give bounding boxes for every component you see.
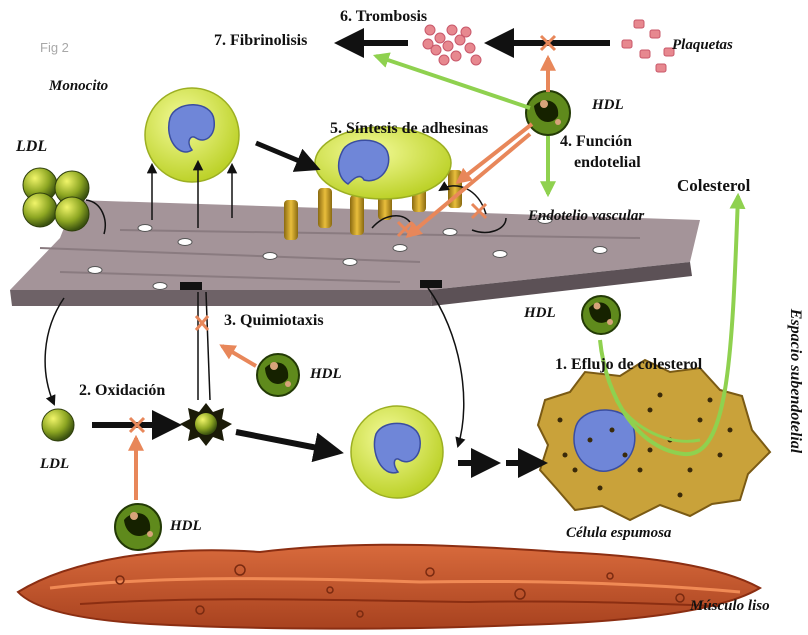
plaquetas-label: Plaquetas [672,37,733,54]
foam-cell [538,360,770,520]
colesterol-label: Colesterol [677,176,750,196]
ldl-bottom-label: LDL [40,456,69,473]
platelet-cluster [423,25,481,65]
hdl-top-label: HDL [592,97,624,114]
hdl-mid-label: HDL [310,366,342,383]
oxidized-ldl [180,403,232,446]
step-1-label: 1. Eflujo de colesterol [555,356,702,374]
step-7-label: 7. Fibrinolisis [214,32,307,50]
step-3-label: 3. Quimiotaxis [224,312,324,330]
ldl-cluster [23,168,89,231]
monocyte-top [145,88,239,182]
ldl-particle [42,409,74,441]
step-4-label-cont: endotelial [574,154,641,172]
endotelio-label: Endotelio vascular [528,208,644,225]
hdl-right-label: HDL [524,305,556,322]
hdl-bottom-label: HDL [170,518,202,535]
step-2-label: 2. Oxidación [79,382,165,400]
monocito-label: Monocito [49,78,108,95]
step-6-label: 6. Trombosis [340,8,427,26]
step-5-label: 5. Síntesis de adhesinas [330,120,488,138]
espacio-subendotelial-label: Espacio subendotelial [786,281,804,481]
smooth-muscle-layer [18,545,760,629]
musculo-liso-label: Músculo liso [690,598,770,615]
step-4-label: 4. Función [560,133,632,151]
celula-espumosa-label: Célula espumosa [566,525,671,542]
figure-tag: Fig 2 [40,40,69,55]
free-platelets [622,20,674,72]
ldl-top-label: LDL [16,138,47,156]
subendothelial-monocyte [351,406,443,498]
